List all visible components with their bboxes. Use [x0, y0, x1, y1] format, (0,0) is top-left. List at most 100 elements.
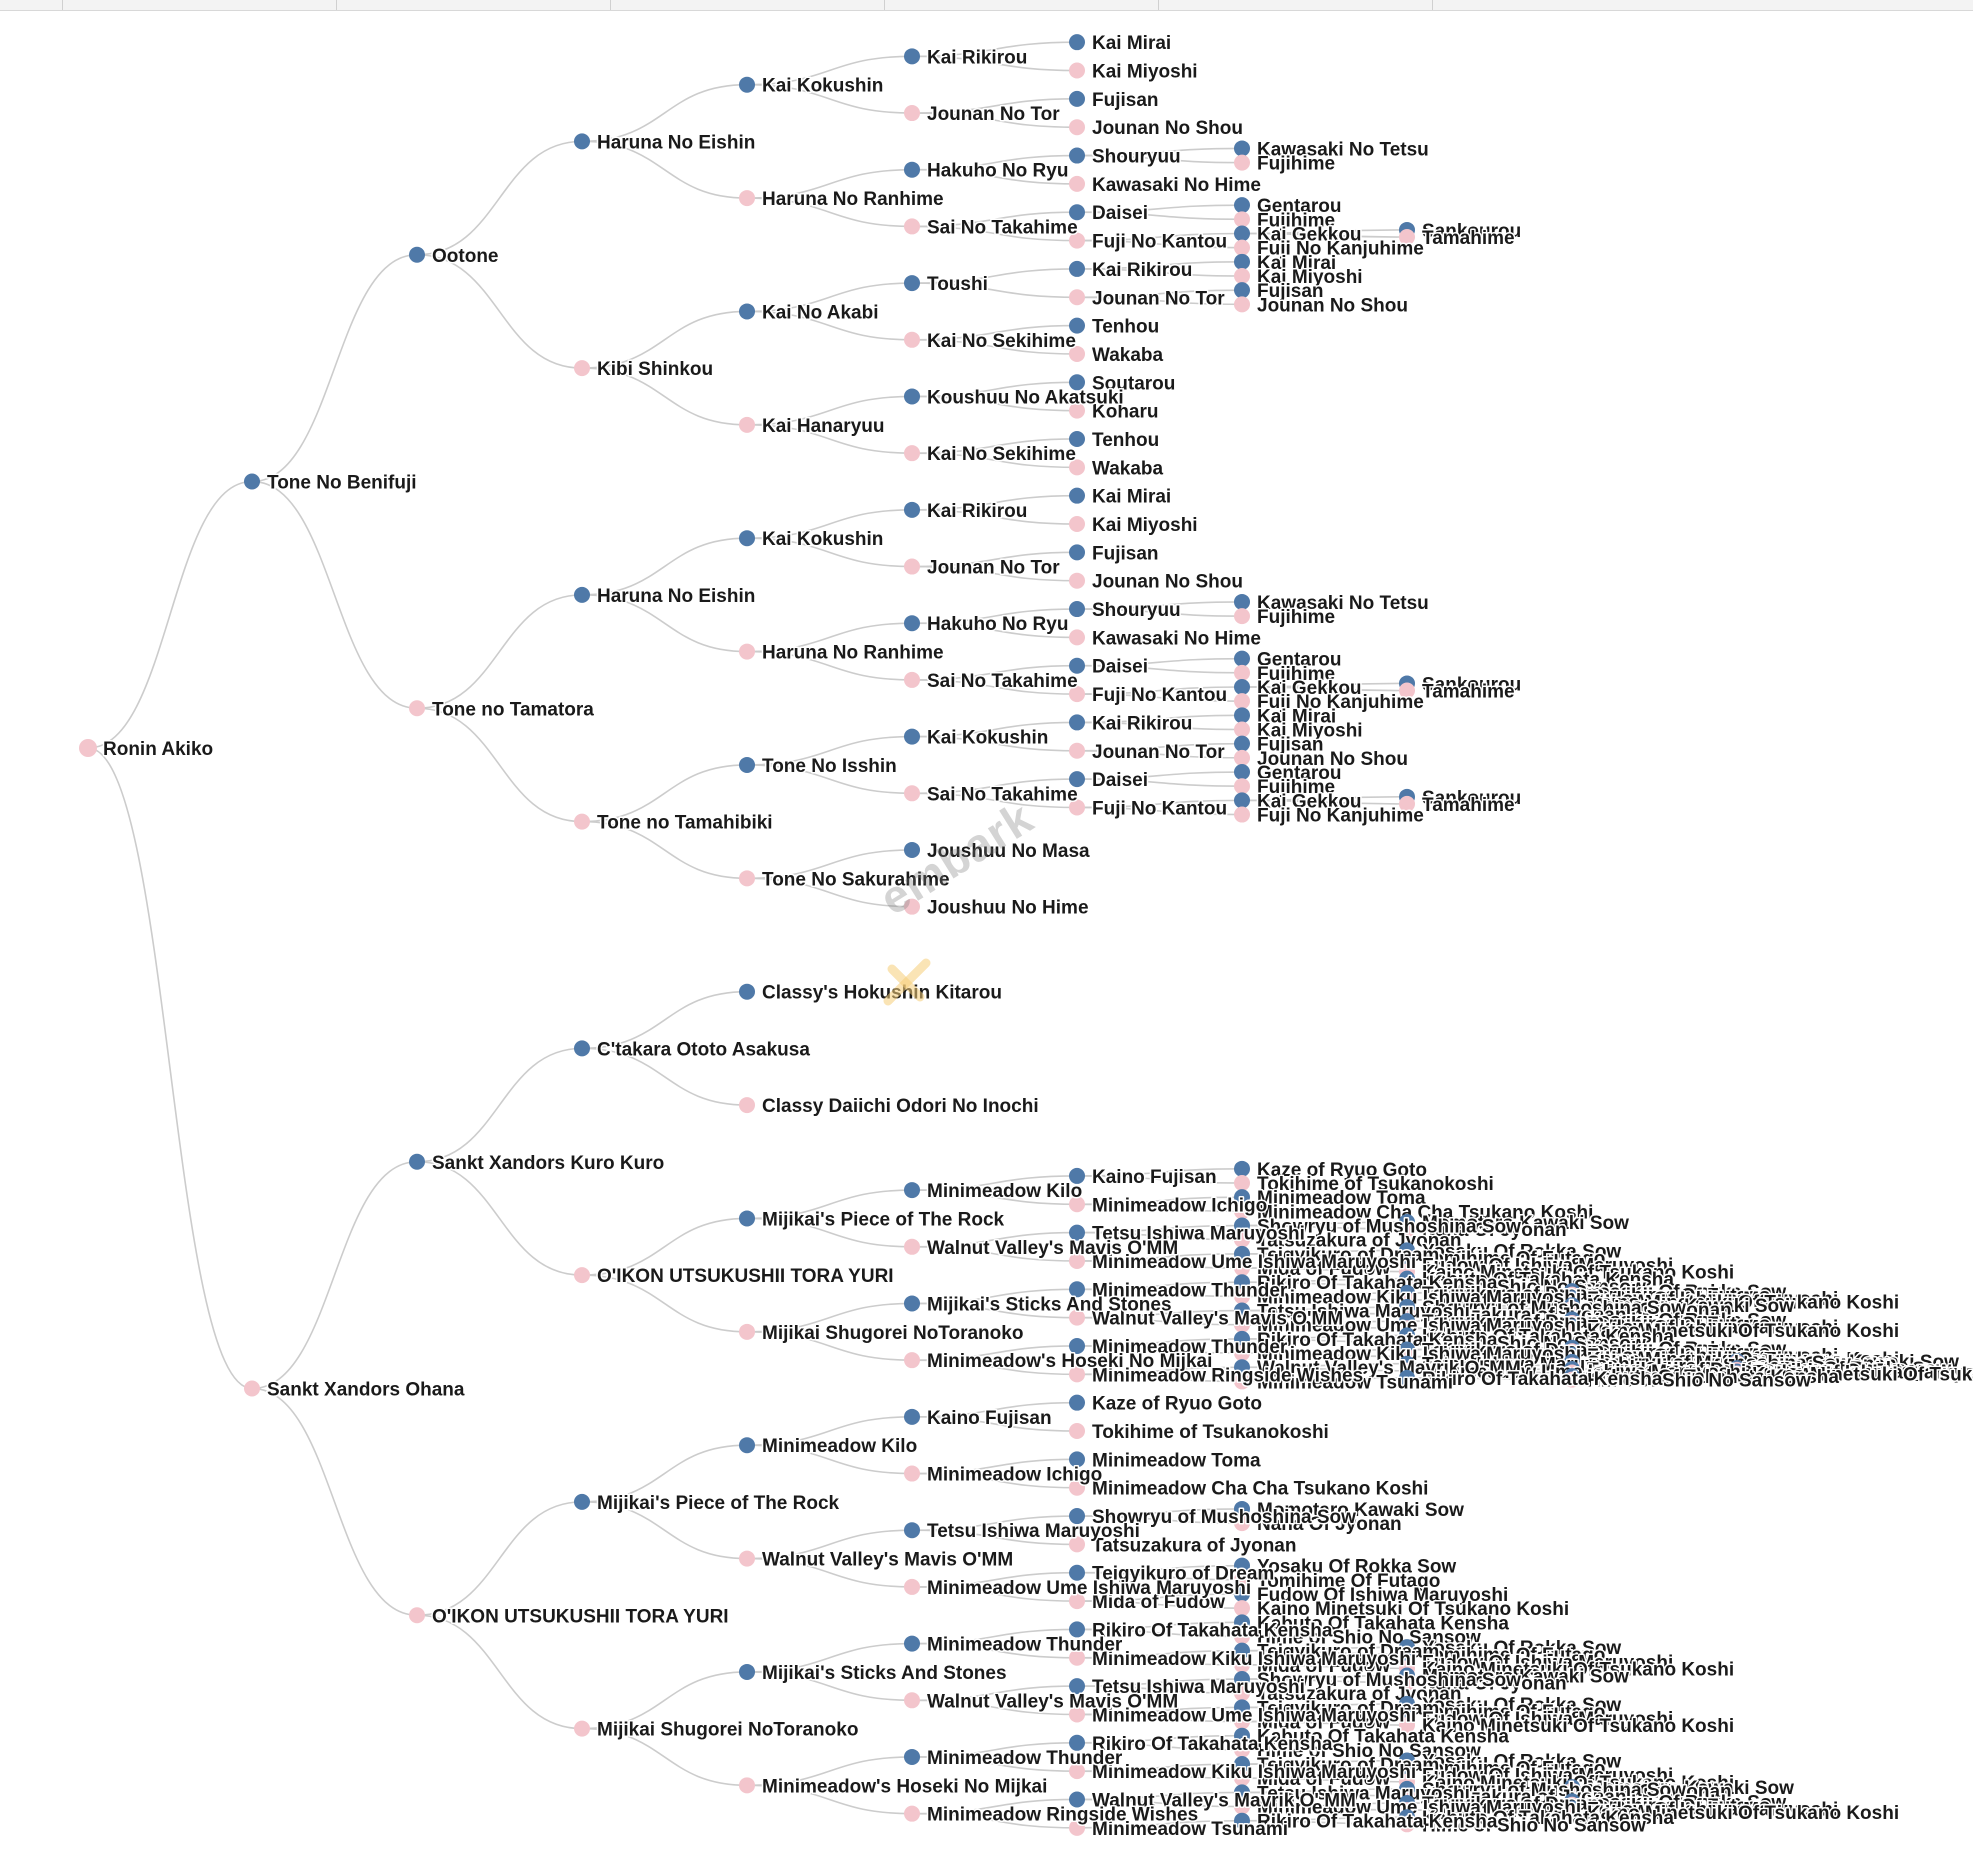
dog-node-yosaku-of-rokka-sow[interactable]: Yosaku Of Rokka Sow [1234, 1555, 1458, 1579]
dog-node-fuji-no-kanjuhime[interactable]: Fuji No Kanjuhime [1234, 804, 1425, 828]
dog-node-minimeadow-ichigo[interactable]: Minimeadow Ichigo [904, 1463, 1104, 1487]
dog-node-wakaba[interactable]: Wakaba [1069, 343, 1165, 367]
dog-node-tamahime[interactable]: Tamahime [1399, 227, 1516, 251]
dog-node-gentarou[interactable]: Gentarou [1234, 762, 1343, 786]
dog-node-hime-of-shio-no-sansow[interactable]: Hime of Shio No Sansow [1399, 1332, 1648, 1356]
dog-node-kai-no-sekihime[interactable]: Kai No Sekihime [904, 443, 1077, 467]
dog-node-kaino-minetsuki-of-tsukano-koshi[interactable]: Kaino Minetsuki Of Tsukano Koshi [1399, 1261, 1736, 1285]
dog-node-kai-gekkou[interactable]: Kai Gekkou [1234, 676, 1363, 700]
dog-node-tomihime-of-futago[interactable]: Tomihime Of Futago [1234, 1569, 1442, 1593]
dog-node-nana-of-jyonan[interactable]: Nana Of Jyonan [1234, 1513, 1403, 1537]
dog-node-hime-of-shio-no-sansow[interactable]: Hime of Shio No Sansow [1399, 1814, 1648, 1838]
dog-node-kaze-of-ryuo-goto[interactable]: Kaze of Ryuo Goto [1234, 1158, 1428, 1182]
dog-node-hakuho-no-ryu[interactable]: Hakuho No Ryu [904, 613, 1070, 637]
dog-node-hime-of-shio-no-sansow[interactable]: Hime of Shio No Sansow [1234, 1626, 1483, 1650]
dog-node-tetsu-ishiwa-maruyoshi[interactable]: Tetsu Ishiwa Maruyoshi [1069, 1222, 1306, 1246]
dog-node-tenhou[interactable]: Tenhou [1069, 428, 1161, 452]
dog-node-tetsu-ishiwa-maruyoshi[interactable]: Tetsu Ishiwa Maruyoshi [1399, 1353, 1636, 1377]
dog-node-gentarou[interactable]: Gentarou [1234, 195, 1343, 219]
dog-node-fudow-of-ishiwa-maruyoshi[interactable]: Fudow Of Ishiwa Maruyoshi [1564, 1344, 1840, 1368]
dog-node-kibi-shinkou[interactable]: Kibi Shinkou [574, 358, 715, 382]
dog-node-fudow-of-ishiwa-maruyoshi[interactable]: Fudow Of Ishiwa Maruyoshi [1564, 1288, 1840, 1312]
dog-node-tamahime[interactable]: Tamahime [1399, 793, 1516, 817]
dog-node-kaino-minetsuki-of-tsukano-koshi[interactable]: Kaino Minetsuki Of Tsukano Koshi [1399, 1658, 1736, 1682]
dog-node-momotaro-kawaki-sow[interactable]: Momotaro Kawaki Sow [1564, 1295, 1796, 1319]
dog-node-minimeadow-ichigo[interactable]: Minimeadow Ichigo [1069, 1194, 1269, 1218]
dog-node-fuji-no-kantou[interactable]: Fuji No Kantou [1069, 684, 1229, 708]
dog-node-rikiro-of-takahata-kensha[interactable]: Rikiro Of Takahata Kensha [1234, 1810, 1499, 1834]
dog-node-kai-no-sekihime[interactable]: Kai No Sekihime [904, 329, 1077, 353]
dog-node-showryu-of-mushoshina-sow[interactable]: Showryu of Mushoshina Sow [1564, 1351, 1853, 1375]
dog-node-fudow-of-ishiwa-maruyoshi[interactable]: Fudow Of Ishiwa Maruyoshi [1399, 1707, 1675, 1731]
dog-node-showryu-of-mushoshina-sow[interactable]: Showryu of Mushoshina Sow [1399, 1297, 1688, 1321]
dog-node-fudow-of-ishiwa-maruyoshi[interactable]: Fudow Of Ishiwa Maruyoshi [1564, 1316, 1840, 1340]
dog-node-classy-s-hokushin-kitarou[interactable]: Classy's Hokushin Kitarou [739, 981, 1003, 1005]
dog-node-minimeadow-s-hoseki-no-mijkai[interactable]: Minimeadow's Hoseki No Mijkai [739, 1775, 1049, 1799]
dog-node-minimeadow-s-hoseki-no-mijkai[interactable]: Minimeadow's Hoseki No Mijkai [904, 1350, 1214, 1374]
dog-node-sai-no-takahime[interactable]: Sai No Takahime [904, 669, 1079, 693]
dog-node-yosaku-of-rokka-sow[interactable]: Yosaku Of Rokka Sow [1564, 1791, 1788, 1815]
dog-node-yosaku-of-rokka-sow[interactable]: Yosaku Of Rokka Sow [1399, 1240, 1623, 1264]
dog-node-walnut-valley-s-mavis-o-mm[interactable]: Walnut Valley's Mavis O'MM [904, 1690, 1180, 1714]
dog-node-kaino-minetsuki-of-tsukano-koshi[interactable]: Kaino Minetsuki Of Tsukano Koshi [1399, 1715, 1736, 1739]
dog-node-shouryuu[interactable]: Shouryuu [1069, 599, 1182, 623]
dog-node-kabuto-of-takahata-kensha[interactable]: Kabuto Of Takahata Kensha [1399, 1325, 1676, 1349]
dog-node-jounan-no-shou[interactable]: Jounan No Shou [1234, 294, 1409, 318]
dog-node-fuji-no-kantou[interactable]: Fuji No Kantou [1069, 230, 1229, 254]
dog-node-yosaku-of-rokka-sow[interactable]: Yosaku Of Rokka Sow [1564, 1309, 1788, 1333]
dog-node-teigyikuro-of-dream[interactable]: Teigyikuro of Dream [1069, 1562, 1276, 1586]
dog-node-kai-miyoshi[interactable]: Kai Miyoshi [1069, 514, 1199, 538]
dog-node-kai-rikirou[interactable]: Kai Rikirou [904, 46, 1029, 70]
dog-node-koushuu-no-akatsuki[interactable]: Koushuu No Akatsuki [904, 386, 1125, 410]
dog-node-kai-gekkou[interactable]: Kai Gekkou [1234, 223, 1363, 247]
dog-node-jounan-no-shou[interactable]: Jounan No Shou [1069, 570, 1244, 594]
dog-node-mida-of-fudow[interactable]: Mida of Fudow [1069, 1591, 1227, 1615]
dog-node-showryu-of-mushoshina-sow[interactable]: Showryu of Mushoshina Sow [1069, 1506, 1358, 1530]
dog-node-hime-of-shio-no-sansow[interactable]: Hime of Shio No Sansow [1399, 1275, 1648, 1299]
dog-node-c-takara-ototo-asakusa[interactable]: C'takara Ototo Asakusa [574, 1038, 812, 1062]
dog-node-daisei[interactable]: Daisei [1069, 769, 1149, 793]
dog-node-haruna-no-ranhime[interactable]: Haruna No Ranhime [739, 188, 945, 212]
dog-node-kai-rikirou[interactable]: Kai Rikirou [1069, 258, 1194, 282]
dog-node-minimeadow-ringside-wishes[interactable]: Minimeadow Ringside Wishes [904, 1803, 1200, 1827]
dog-node-toushi[interactable]: Toushi [904, 273, 989, 297]
dog-node-kai-kokushin[interactable]: Kai Kokushin [739, 74, 885, 98]
dog-node-fujisan[interactable]: Fujisan [1069, 88, 1160, 112]
dog-node-daisei[interactable]: Daisei [1069, 655, 1149, 679]
dog-node-minimeadow-kilo[interactable]: Minimeadow Kilo [904, 1180, 1084, 1204]
dog-node-mida-of-fudow[interactable]: Mida of Fudow [1234, 1654, 1392, 1678]
dog-node-o-ikon-utsukushii-tora-yuri[interactable]: O'IKON UTSUKUSHII TORA YURI [409, 1605, 730, 1629]
dog-node-kaze-of-ryuo-goto[interactable]: Kaze of Ryuo Goto [1069, 1392, 1263, 1416]
dog-node-minimeadow-thunder[interactable]: Minimeadow Thunder [904, 1746, 1124, 1770]
dog-node-fuji-no-kanjuhime[interactable]: Fuji No Kanjuhime [1234, 237, 1425, 261]
dog-node-minimeadow-thunder[interactable]: Minimeadow Thunder [1069, 1335, 1289, 1359]
dog-node-ootone[interactable]: Ootone [409, 244, 500, 268]
dog-node-wakaba[interactable]: Wakaba [1069, 457, 1165, 481]
dog-node-tetsu-ishiwa-maruyoshi[interactable]: Tetsu Ishiwa Maruyoshi [1069, 1676, 1306, 1700]
dog-node-o-ikon-utsukushii-tora-yuri[interactable]: O'IKON UTSUKUSHII TORA YURI [574, 1265, 895, 1289]
dog-node-jounan-no-tor[interactable]: Jounan No Tor [904, 556, 1062, 580]
dog-node-jounan-no-tor[interactable]: Jounan No Tor [1069, 740, 1227, 764]
dog-node-momotaro-kawaki-sow[interactable]: Momotaro Kawaki Sow [1399, 1211, 1631, 1235]
dog-node-minimeadow-tsunami[interactable]: Minimeadow Tsunami [1069, 1817, 1290, 1841]
dog-node-walnut-valley-s-mavis-o-mm[interactable]: Walnut Valley's Mavis O'MM [739, 1548, 1015, 1572]
dog-node-minimeadow-toma[interactable]: Minimeadow Toma [1234, 1187, 1427, 1211]
dog-node-mida-of-fudow[interactable]: Mida of Fudow [1234, 1258, 1392, 1282]
dog-node-momotaro-kawaki-sow[interactable]: Momotaro Kawaki Sow [1399, 1665, 1631, 1689]
dog-node-sankourou[interactable]: Sankourou [1399, 786, 1523, 810]
dog-node-fudow-of-ishiwa-maruyoshi[interactable]: Fudow Of Ishiwa Maruyoshi [1399, 1764, 1675, 1788]
dog-node-kaino-fujisan[interactable]: Kaino Fujisan [904, 1406, 1053, 1430]
dog-node-tomihime-of-futago[interactable]: Tomihime Of Futago [1399, 1247, 1607, 1271]
dog-node-walnut-valley-s-mavis-o-mm[interactable]: Walnut Valley's Mavis O'MM [1069, 1307, 1345, 1331]
dog-node-nana-of-jyonan[interactable]: Nana Of Jyonan [1564, 1298, 1733, 1322]
dog-node-tatsuzakura-of-jyonan[interactable]: Tatsuzakura of Jyonan [1234, 1683, 1463, 1707]
dog-node-minimeadow-kiku-ishiwa-maruyoshi[interactable]: Minimeadow Kiku Ishiwa Maruyoshi [1069, 1647, 1418, 1671]
dog-node-jounan-no-shou[interactable]: Jounan No Shou [1234, 747, 1409, 771]
dog-node-fudow-of-ishiwa-maruyoshi[interactable]: Fudow Of Ishiwa Maruyoshi [1399, 1254, 1675, 1278]
dog-node-momotaro-kawaki-sow[interactable]: Momotaro Kawaki Sow [1564, 1777, 1796, 1801]
dog-node-fuji-no-kantou[interactable]: Fuji No Kantou [1069, 797, 1229, 821]
dog-node-minimeadow-ume-ishiwa-maruyoshi[interactable]: Minimeadow Ume Ishiwa Maruyoshi [1234, 1314, 1583, 1338]
dog-node-kaino-minetsuki-of-tsukano-koshi[interactable]: Kaino Minetsuki Of Tsukano Koshi [1564, 1801, 1901, 1825]
dog-node-tone-no-sakurahime[interactable]: Tone No Sakurahime [739, 868, 951, 892]
dog-node-mijikai-s-sticks-and-stones[interactable]: Mijikai's Sticks And Stones [739, 1661, 1008, 1685]
